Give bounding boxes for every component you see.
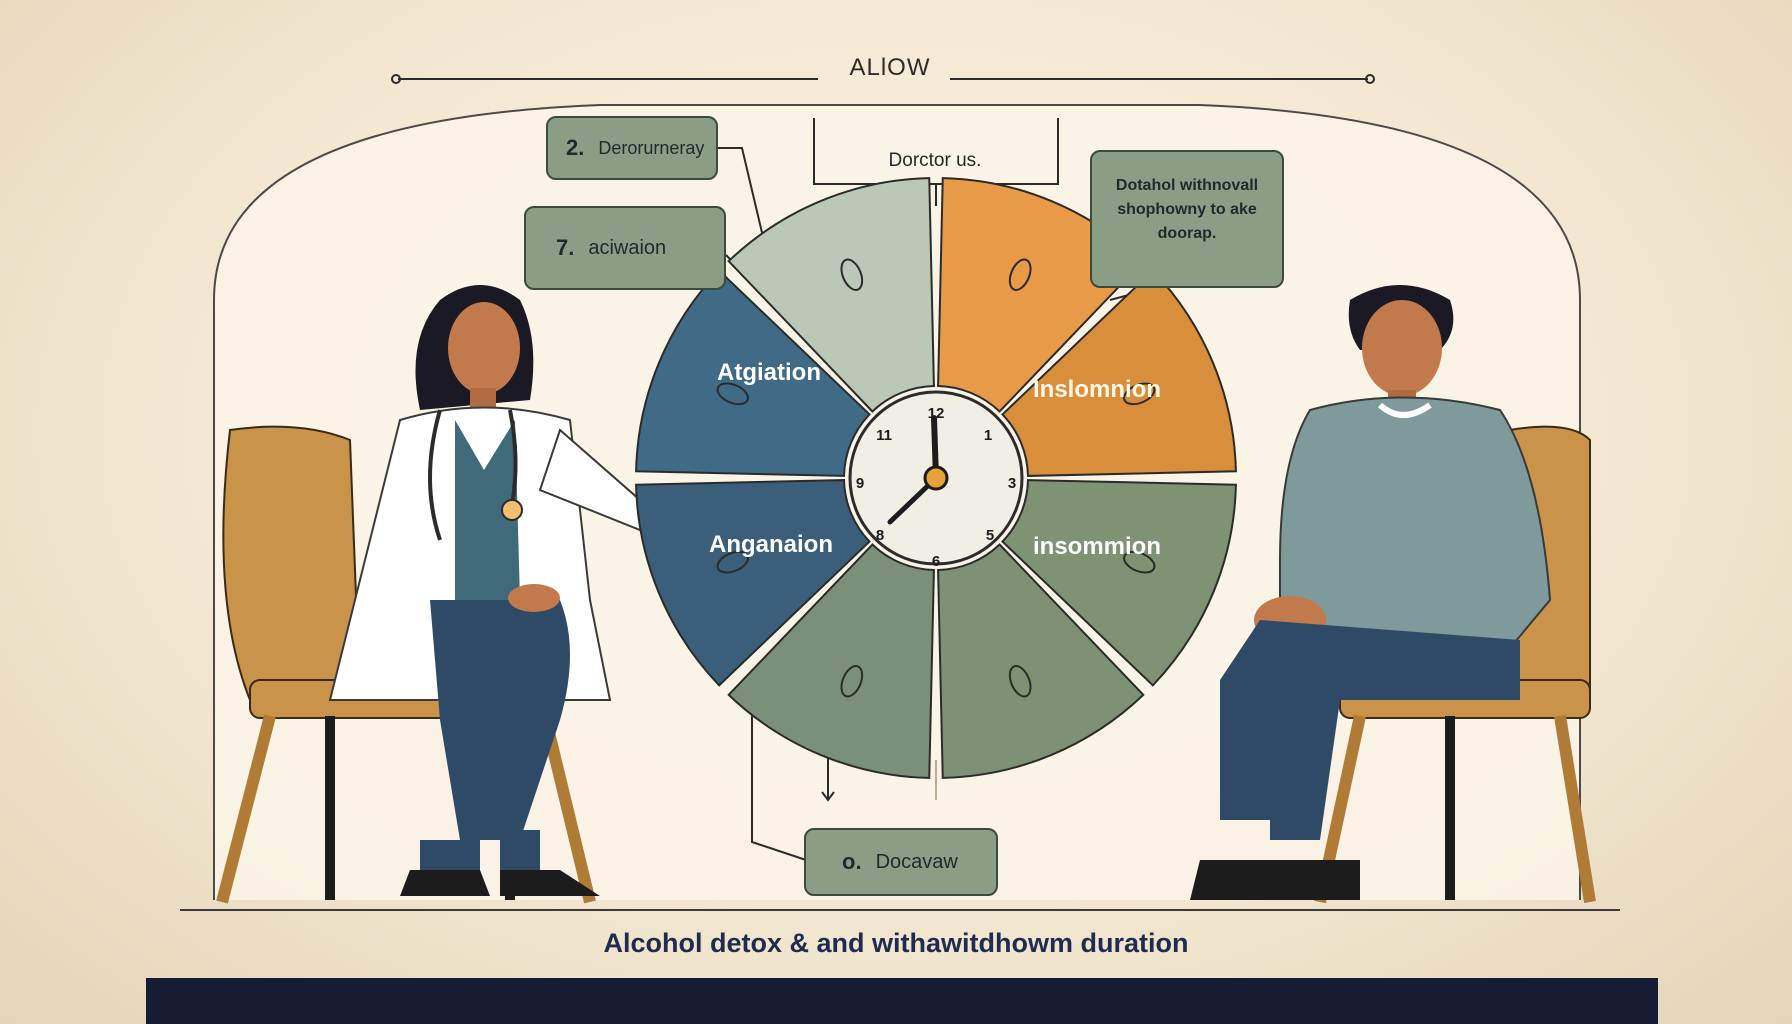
wheel-segment-4 (1001, 479, 1237, 687)
doctor-label: Dorctor us. (888, 150, 982, 171)
leaf-icon (1008, 665, 1032, 698)
callout-2-number: 2. (566, 135, 585, 160)
clock-number: 3 (1008, 475, 1016, 492)
top-title: ALlOW (849, 54, 931, 81)
leaf-icon (840, 665, 864, 698)
leaf-icon (840, 258, 864, 291)
callout-o-text: Docavaw (875, 850, 958, 873)
clock-number: 11 (876, 427, 892, 444)
connector-o (751, 692, 807, 861)
callout-7-text: aciwaion (588, 236, 667, 259)
bottom-bar (146, 978, 1658, 1024)
note-line-2: shophowny to ake (1117, 201, 1257, 218)
wheel-segment-3 (1001, 269, 1237, 477)
leaf-icon (1123, 550, 1156, 574)
clock-number: 5 (986, 527, 994, 544)
doctor-figure (328, 285, 725, 896)
clock-hub (923, 465, 949, 491)
segment-label-3: Inslomnion (1033, 376, 1161, 403)
segment-label-0: Atgiation (717, 359, 821, 386)
clock-number: 6 (932, 553, 940, 570)
withdrawal-note: Dotahol withnovall shophowny to ake door… (1090, 150, 1284, 288)
patient-figure (1190, 285, 1552, 900)
callout-2: 2. Derorurneray (546, 116, 718, 180)
callout-o: o. Docavaw (804, 828, 998, 896)
caption: Alcohol detox & and withawitdhowm durati… (603, 928, 1189, 958)
callout-2-text: Derorurneray (598, 137, 705, 158)
wheel-segment-6 (727, 543, 935, 779)
wheel-segment-1 (727, 177, 935, 413)
callout-7-number: 7. (556, 235, 575, 260)
note-line-1: Dotahol withnovall (1115, 177, 1259, 194)
note-line-3: doorap. (1157, 225, 1217, 242)
leaf-icon (716, 550, 749, 574)
leaf-icon (1123, 382, 1156, 406)
callout-o-number: o. (842, 849, 862, 874)
connector-2 (718, 147, 769, 259)
callout-7: 7. aciwaion (524, 206, 726, 290)
clock-number: 1 (984, 427, 992, 444)
wheel-segment-0 (635, 269, 871, 477)
clock-number: 9 (856, 475, 864, 492)
wheel-segment-7 (635, 479, 871, 687)
leaf-icon (1008, 258, 1032, 291)
leaf-icon (716, 382, 749, 406)
wheel-segment-5 (937, 543, 1145, 779)
segment-label-4: insommion (1033, 533, 1161, 560)
segment-label-7: Anganaion (709, 531, 833, 558)
clock-number: 8 (876, 527, 884, 544)
